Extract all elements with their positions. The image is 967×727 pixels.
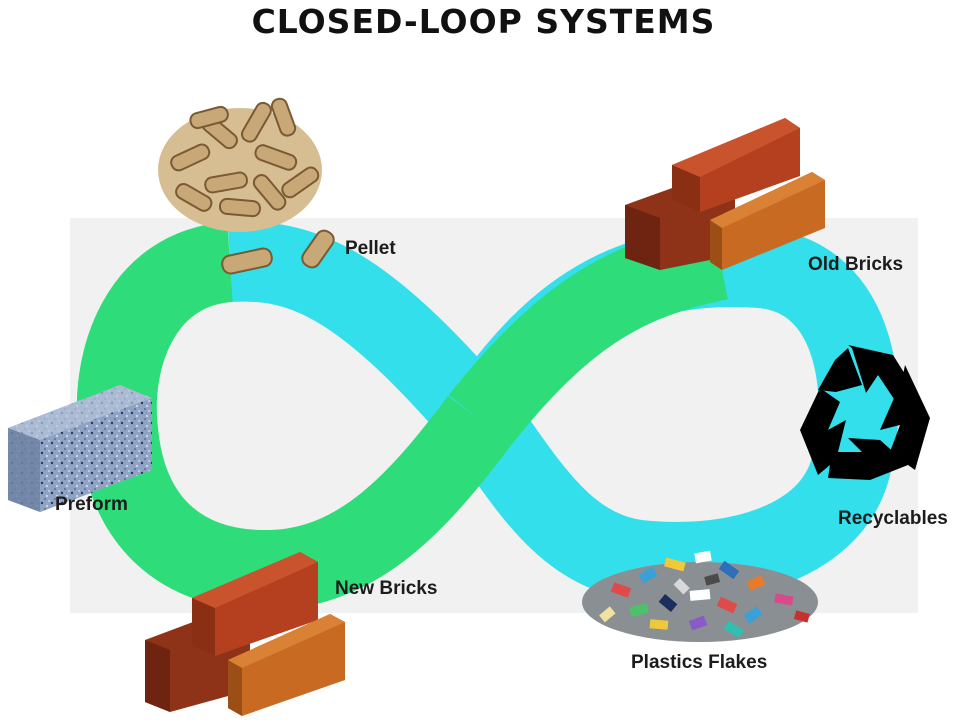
label-recyclables: Recyclables — [838, 508, 948, 529]
label-old-bricks: Old Bricks — [808, 254, 904, 275]
label-plastics-flakes: Plastics Flakes — [631, 652, 768, 673]
new-bricks-icon — [145, 552, 345, 716]
old-bricks-icon — [625, 118, 825, 270]
page-title: CLOSED-LOOP SYSTEMS — [251, 2, 716, 41]
loop-green-band — [76, 222, 512, 611]
recycle-icon — [800, 345, 930, 480]
label-pellet: Pellet — [345, 238, 396, 259]
pellets-pile-icon — [158, 97, 335, 275]
preform-block-icon — [8, 385, 152, 512]
loop-green-cross — [448, 220, 729, 446]
plastic-flakes-icon — [582, 550, 818, 642]
label-preform: Preform — [55, 494, 128, 515]
label-new-bricks: New Bricks — [335, 578, 438, 599]
